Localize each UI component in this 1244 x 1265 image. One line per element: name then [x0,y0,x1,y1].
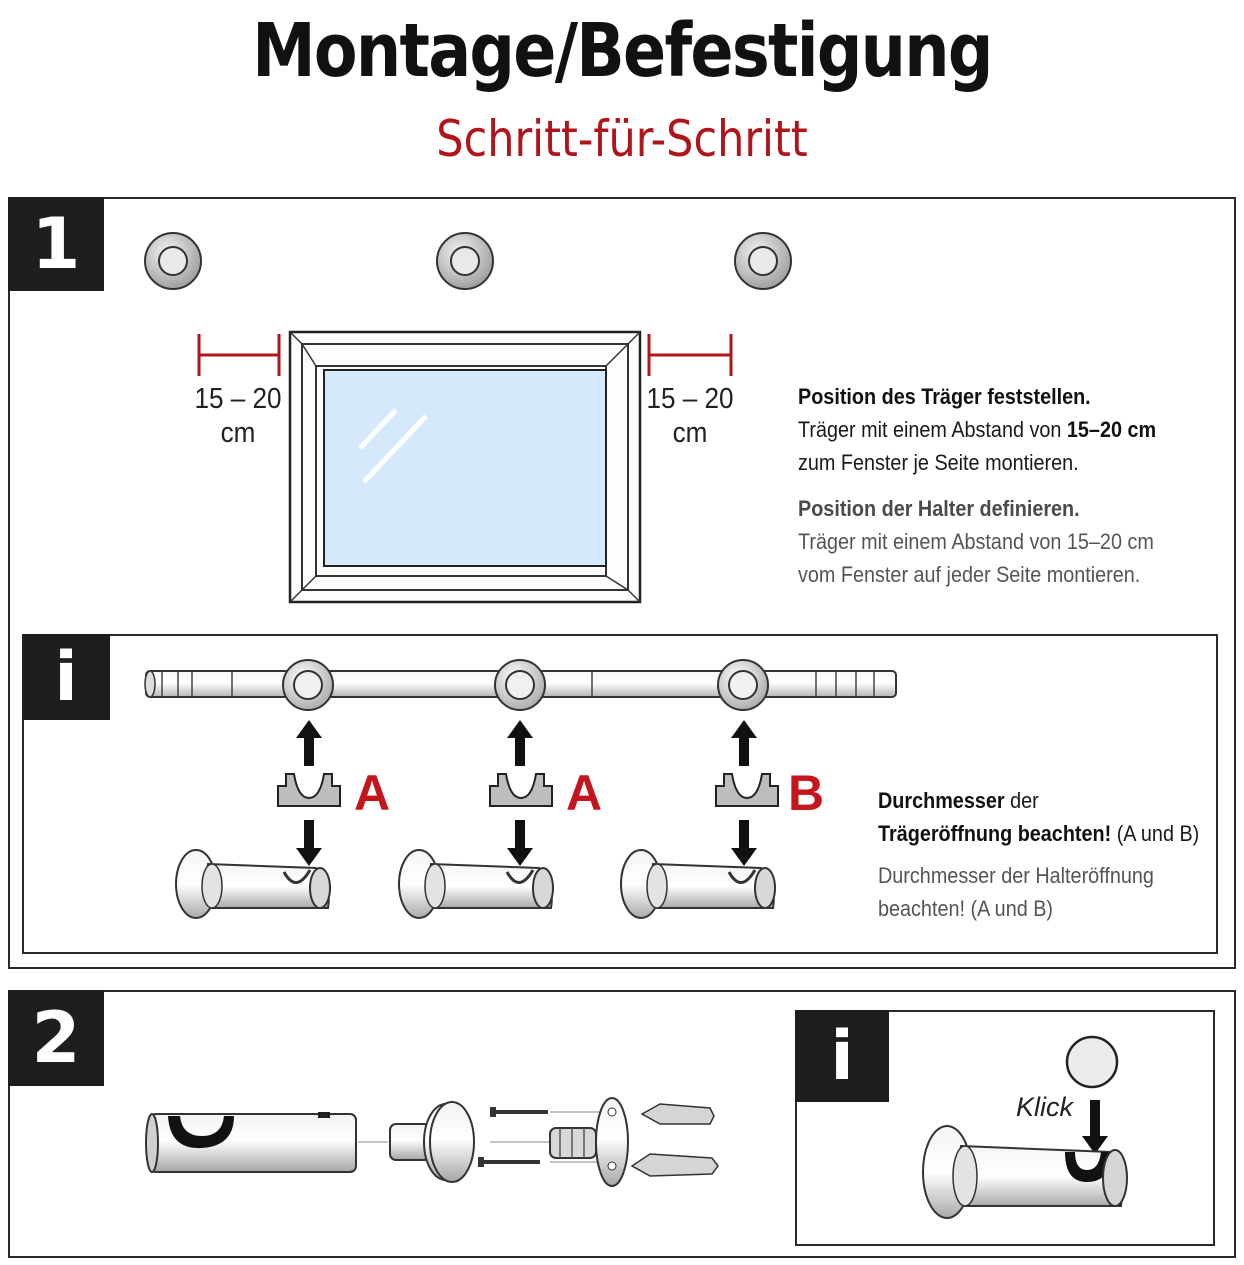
arrow-down-icon [507,820,533,866]
anchor-right [734,232,792,290]
bracket-insert-a-2 [489,773,553,807]
info1-badge: i [22,634,110,720]
info1-note-primary: Durchmesser der Trägeröffnung beachten! … [878,788,1200,846]
step2-badge: 2 [8,990,104,1086]
step1-instruction-primary: Position des Träger feststellen. Träger … [798,384,1157,475]
rod-carrier-3 [717,659,769,711]
bracket-label-2: A [566,765,603,821]
arrow-down-icon [1082,1100,1108,1154]
step1-instruction-secondary: Position der Halter definieren. Träger m… [798,496,1154,587]
rod-end-circle [1065,1035,1119,1089]
holder-3 [620,849,776,919]
assembly-exploded-view [145,1097,719,1187]
step1-badge: 1 [8,197,104,291]
window-illustration [288,330,642,604]
bracket-label-3: B [788,765,825,821]
arrow-down-icon [731,820,757,866]
page-title: Montage/Befestigung [252,8,993,94]
measure-marker-right [647,334,733,376]
info2-badge: i [795,1010,889,1102]
klick-label: Klick [1016,1092,1074,1122]
wall-anchors [144,232,792,290]
page-subtitle: Schritt-für-Schritt [436,110,808,168]
anchor-middle [436,232,494,290]
bracket-label-1: A [354,765,391,821]
rod-carrier-2 [494,659,546,711]
bracket-insert-a-1 [277,773,341,807]
rod-carrier-1 [282,659,334,711]
holder-click-illustration [922,1125,1128,1219]
measure-marker-left [197,334,281,376]
arrow-up-icon [296,720,322,766]
rod-illustration [144,659,897,711]
holder-2 [398,849,554,919]
info1-note-secondary: Durchmesser der Halteröffnung beachten! … [878,863,1154,921]
arrow-up-icon [507,720,533,766]
anchor-left [144,232,202,290]
holder-1 [175,849,331,919]
bracket-insert-b [715,773,779,807]
arrow-up-icon [731,720,757,766]
arrow-down-icon [296,820,322,866]
